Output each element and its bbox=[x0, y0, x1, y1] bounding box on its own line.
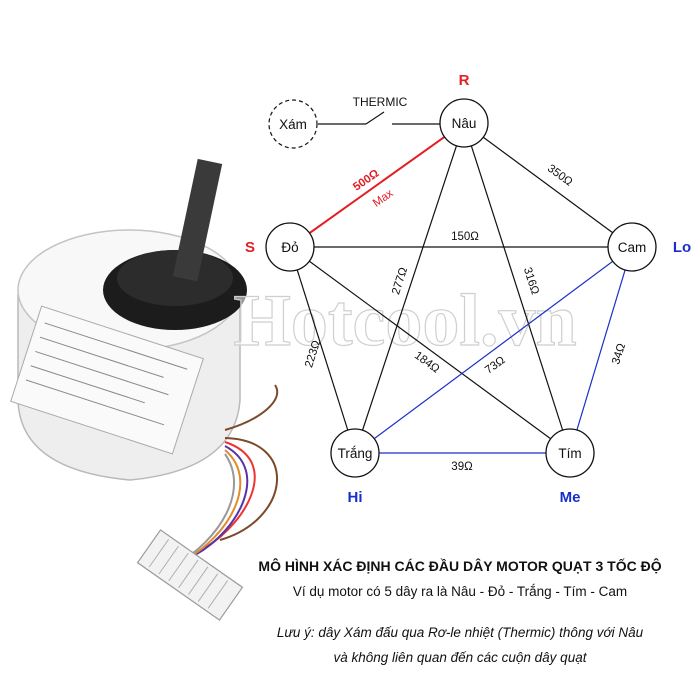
speed-label-me: Me bbox=[560, 489, 581, 506]
node-do bbox=[265, 222, 315, 272]
node-cam bbox=[607, 222, 657, 272]
diagram-title: MÔ HÌNH XÁC ĐỊNH CÁC ĐẦU DÂY MOTOR QUẠT … bbox=[258, 558, 662, 574]
speed-label-r: R bbox=[459, 72, 470, 89]
node-label-xam: Xám bbox=[279, 117, 307, 132]
edge-label-trang-tim: 39Ω bbox=[451, 461, 473, 473]
node-label-do: Đỏ bbox=[281, 240, 298, 255]
node-tim bbox=[545, 428, 595, 478]
edge-nau-trang bbox=[354, 122, 465, 454]
edge-nau-cam bbox=[463, 122, 633, 248]
edge-label-nau-cam: 350Ω bbox=[545, 163, 575, 189]
edge-trang-cam bbox=[354, 246, 633, 454]
node-label-trang: Trắng bbox=[338, 446, 373, 461]
node-nau bbox=[439, 98, 489, 148]
node-xam bbox=[268, 99, 318, 149]
edge-nau-tim bbox=[463, 122, 571, 454]
node-label-tim: Tím bbox=[558, 446, 581, 461]
node-label-cam: Cam bbox=[618, 240, 647, 255]
edge-cam-tim bbox=[569, 246, 633, 454]
note-line-1: Lưu ý: dây Xám đấu qua Rơ-le nhiệt (Ther… bbox=[276, 625, 644, 640]
node-trang bbox=[330, 428, 380, 478]
note-line-2: và không liên quan đến các cuộn dây quạt bbox=[333, 650, 587, 665]
motor-illustration bbox=[10, 158, 278, 621]
edge-do-tim bbox=[289, 246, 571, 454]
edge-label-cam-tim: 34Ω bbox=[610, 342, 628, 366]
edge-label-do-cam: 150Ω bbox=[451, 231, 479, 243]
thermic-label: THERMIC bbox=[353, 95, 408, 109]
diagram-subtitle: Ví dụ motor có 5 dây ra là Nâu - Đỏ - Tr… bbox=[292, 584, 628, 599]
speed-label-hi: Hi bbox=[348, 489, 363, 506]
edge-label-nau-do: 500Ω bbox=[351, 167, 381, 193]
node-label-nau: Nâu bbox=[452, 116, 477, 131]
watermark: Hotcool.vn bbox=[233, 280, 576, 362]
edge-nau-do bbox=[289, 122, 465, 248]
speed-label-s: S bbox=[245, 239, 255, 256]
edge-do-trang bbox=[289, 246, 356, 454]
thermic-switch bbox=[365, 111, 385, 125]
edge-label-nau-do-note: Max bbox=[371, 187, 396, 209]
speed-label-lo: Lo bbox=[673, 239, 691, 256]
